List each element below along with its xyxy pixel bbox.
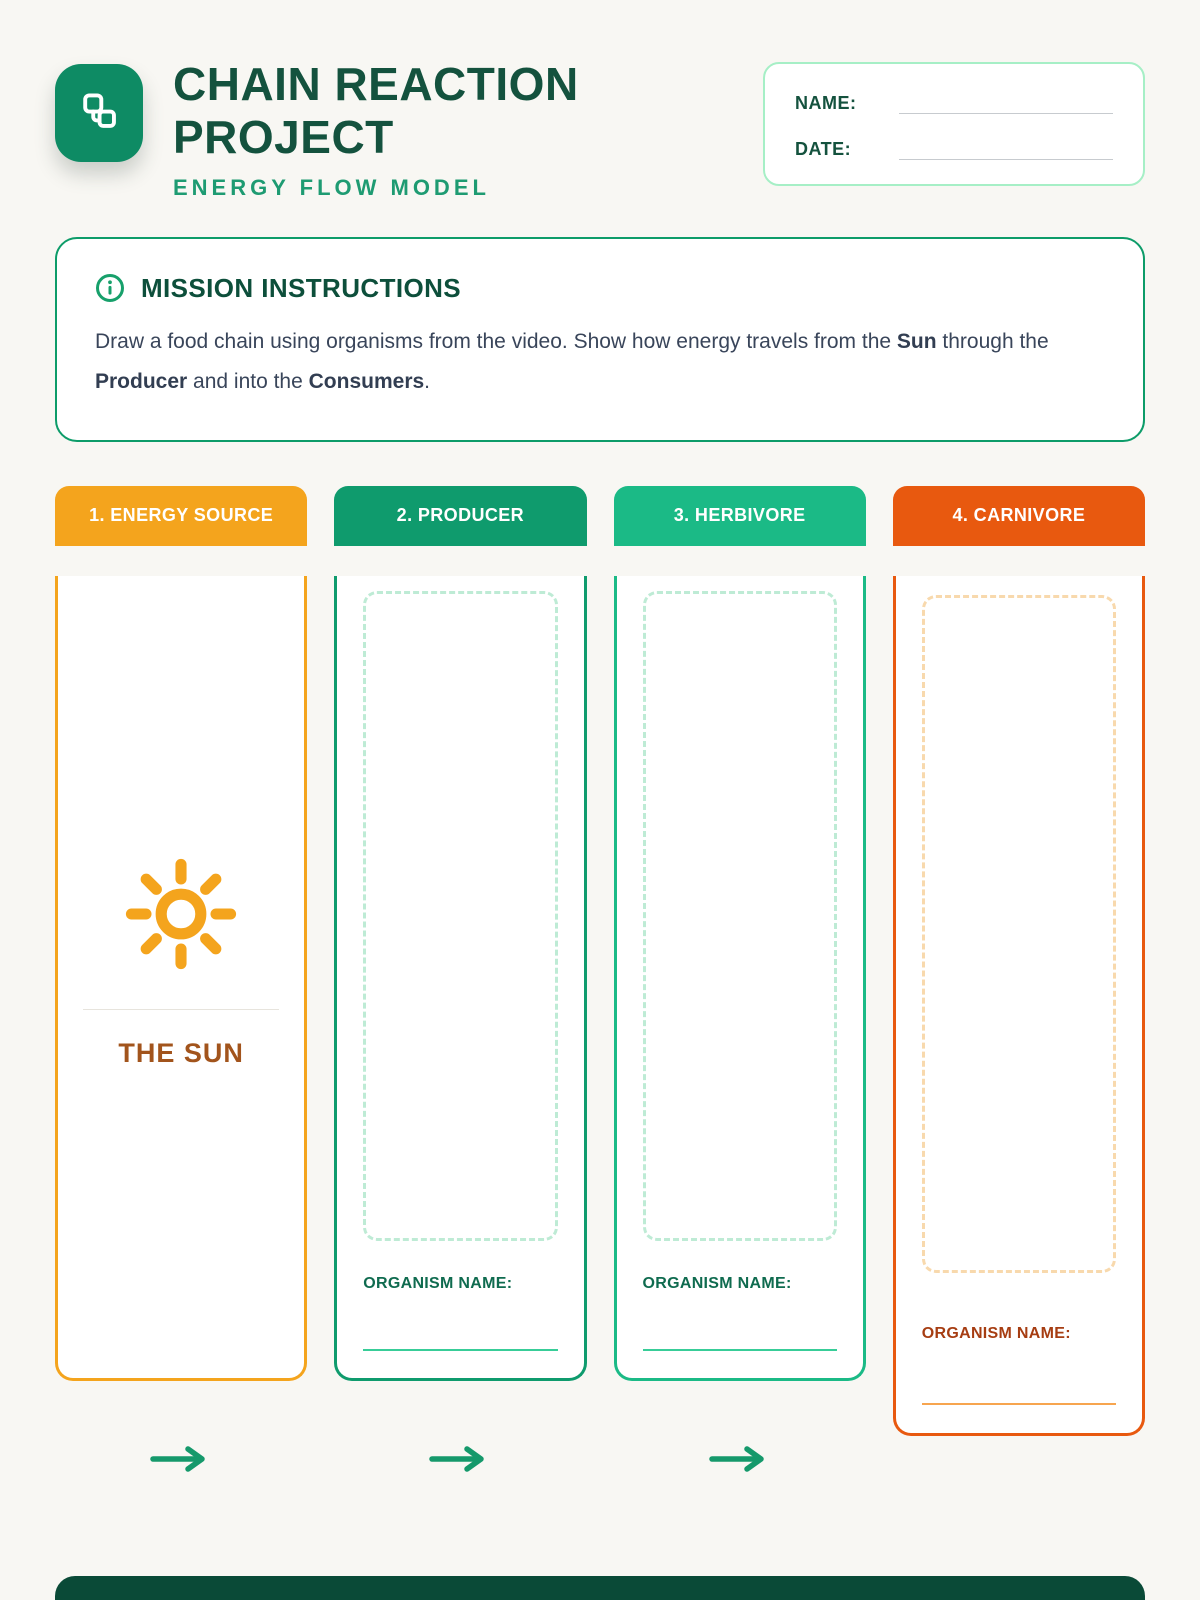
mission-body: Draw a food chain using organisms from t… [95,322,1105,402]
name-row: NAME: [795,90,1113,114]
page-title-line2: PROJECT [173,111,394,164]
producer-organism-input-line[interactable] [363,1348,558,1351]
mission-text-segment: and into the [187,369,309,393]
carnivore-card-inner: ORGANISM NAME: [896,576,1142,1405]
name-date-card: NAME: DATE: [763,62,1145,186]
mission-text-bold-producer: Producer [95,369,188,393]
column-energy-source: 1. ENERGY SOURCE [55,485,308,1381]
mission-title-row: MISSION INSTRUCTIONS [95,273,1105,304]
page-title-line1: CHAIN REACTION [173,58,579,110]
column-header-energy-source: 1. ENERGY SOURCE [55,485,308,546]
flow-arrow-cell-2 [334,1444,586,1479]
date-input-line[interactable] [899,136,1113,160]
header: CHAIN REACTION PROJECT ENERGY FLOW MODEL… [55,58,1145,201]
column-producer: 2. PRODUCER ORGANISM NAME: [334,485,587,1381]
footer-bar [55,1575,1145,1600]
page-title: CHAIN REACTION PROJECT [173,58,579,165]
column-header-carnivore: 4. CARNIVORE [892,485,1145,546]
chain-link-icon [76,88,122,139]
herbivore-organism-label: ORGANISM NAME: [642,1274,792,1292]
energy-source-card: THE SUN [55,575,308,1381]
name-input-line[interactable] [899,90,1113,114]
sun-divider [83,1008,280,1010]
flow-arrow-row [55,1438,1145,1486]
herbivore-card: ORGANISM NAME: [613,575,866,1381]
herbivore-organism-input-line[interactable] [642,1348,837,1351]
right-arrow-icon [148,1444,214,1479]
column-header-producer: 2. PRODUCER [334,485,587,546]
date-label: DATE: [795,139,852,159]
producer-card-inner: ORGANISM NAME: [337,576,583,1351]
app-logo [55,64,143,162]
carnivore-drawing-area[interactable] [921,594,1116,1273]
mission-title: MISSION INSTRUCTIONS [141,272,462,303]
column-header-herbivore: 3. HERBIVORE [613,485,866,546]
mission-text-segment: Draw a food chain using organisms from t… [95,329,897,353]
producer-card: ORGANISM NAME: [334,575,587,1381]
herbivore-drawing-area[interactable] [642,590,837,1241]
column-carnivore: 4. CARNIVORE ORGANISM NAME: [892,485,1145,1436]
producer-organism-label: ORGANISM NAME: [363,1274,513,1292]
flow-arrow-cell-3 [614,1444,866,1479]
mission-text-bold-consumers: Consumers [308,369,425,393]
herbivore-card-inner: ORGANISM NAME: [617,576,863,1351]
flow-arrow-cell-1 [55,1444,307,1479]
title-block: CHAIN REACTION PROJECT ENERGY FLOW MODEL [173,58,579,201]
carnivore-organism-label: ORGANISM NAME: [921,1324,1071,1342]
sun-label: THE SUN [118,1037,244,1068]
sun-icon [123,856,239,977]
producer-drawing-area[interactable] [363,590,558,1241]
mission-text-bold-sun: Sun [896,329,937,353]
mission-instructions-panel: MISSION INSTRUCTIONS Draw a food chain u… [55,236,1145,442]
page-subtitle: ENERGY FLOW MODEL [173,174,490,200]
mission-text-segment: . [424,369,431,393]
column-herbivore: 3. HERBIVORE ORGANISM NAME: [613,485,866,1381]
info-icon [95,273,125,303]
carnivore-organism-input-line[interactable] [921,1402,1116,1405]
carnivore-card: ORGANISM NAME: [892,575,1145,1436]
sun-block: THE SUN [83,576,280,1069]
date-row: DATE: [795,136,1113,160]
mission-text-segment: through the [936,329,1049,353]
food-chain-columns: 1. ENERGY SOURCE [55,485,1145,1436]
right-arrow-icon [427,1444,493,1479]
right-arrow-icon [707,1444,773,1479]
name-label: NAME: [795,93,857,113]
